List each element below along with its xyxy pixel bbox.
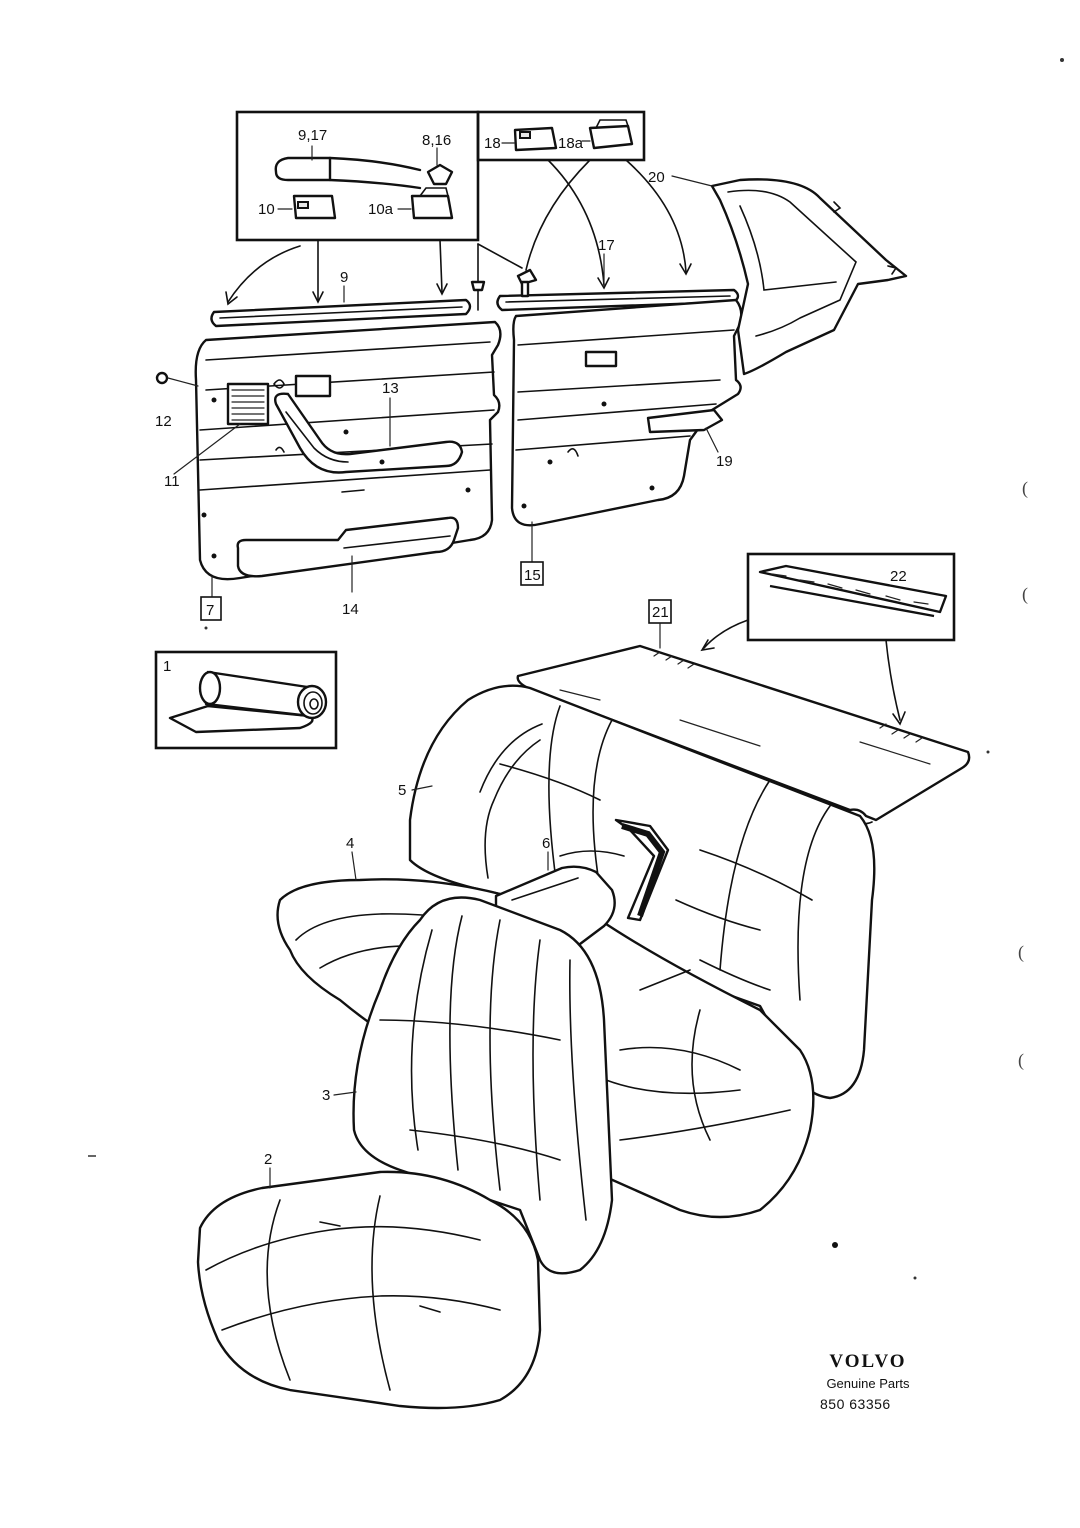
leader-lines <box>173 175 719 1189</box>
pointer-arrows-top <box>225 159 692 306</box>
label-10a: 10a <box>368 201 394 218</box>
rear-seat-backrest <box>408 684 876 1100</box>
label-7: 7 <box>206 602 214 619</box>
inset-box-clip-strip <box>700 552 956 726</box>
brand-logo-text: VOLVO <box>829 1351 907 1372</box>
margin-mark: ( <box>1022 478 1028 498</box>
inset-box-armrest-brackets <box>476 110 646 162</box>
inset-box-insulation <box>154 650 338 750</box>
label-12: 12 <box>155 413 172 430</box>
label-17: 17 <box>598 237 615 254</box>
label-4: 4 <box>346 835 354 852</box>
label-5: 5 <box>398 782 406 799</box>
clips-small <box>470 268 538 311</box>
label-18a: 18a <box>558 135 584 152</box>
rear-door-panel <box>496 288 743 527</box>
screw-part <box>155 371 199 387</box>
front-door-panel <box>194 298 502 581</box>
label-9-17: 9,17 <box>298 127 327 144</box>
label-9: 9 <box>340 269 348 286</box>
label-8-16: 8,16 <box>422 132 451 149</box>
label-15: 15 <box>524 567 541 584</box>
label-14: 14 <box>342 601 359 618</box>
label-1: 1 <box>163 658 171 675</box>
label-21: 21 <box>652 604 669 621</box>
margin-mark: ( <box>1022 584 1028 604</box>
label-13: 13 <box>382 380 399 397</box>
callout-labels: 1 2 3 4 5 6 7 8,16 9 9,17 10 10a 11 12 1… <box>155 127 907 1168</box>
part-number: 850 63356 <box>820 1396 891 1412</box>
inset-box-clips <box>235 110 480 242</box>
label-18: 18 <box>484 135 501 152</box>
label-2: 2 <box>264 1151 272 1168</box>
brand-subtitle: Genuine Parts <box>826 1376 910 1391</box>
label-3: 3 <box>322 1087 330 1104</box>
label-11: 11 <box>164 473 180 490</box>
label-22: 22 <box>890 568 907 585</box>
margin-mark: ( <box>1018 942 1024 962</box>
front-seat-backrest <box>352 896 614 1275</box>
front-seat-cushion <box>196 1170 542 1410</box>
c-pillar-trim <box>710 178 908 376</box>
label-20: 20 <box>648 169 665 186</box>
label-19: 19 <box>716 453 733 470</box>
label-6: 6 <box>542 835 550 852</box>
margin-mark: ( <box>1018 1050 1024 1070</box>
label-10: 10 <box>258 201 275 218</box>
